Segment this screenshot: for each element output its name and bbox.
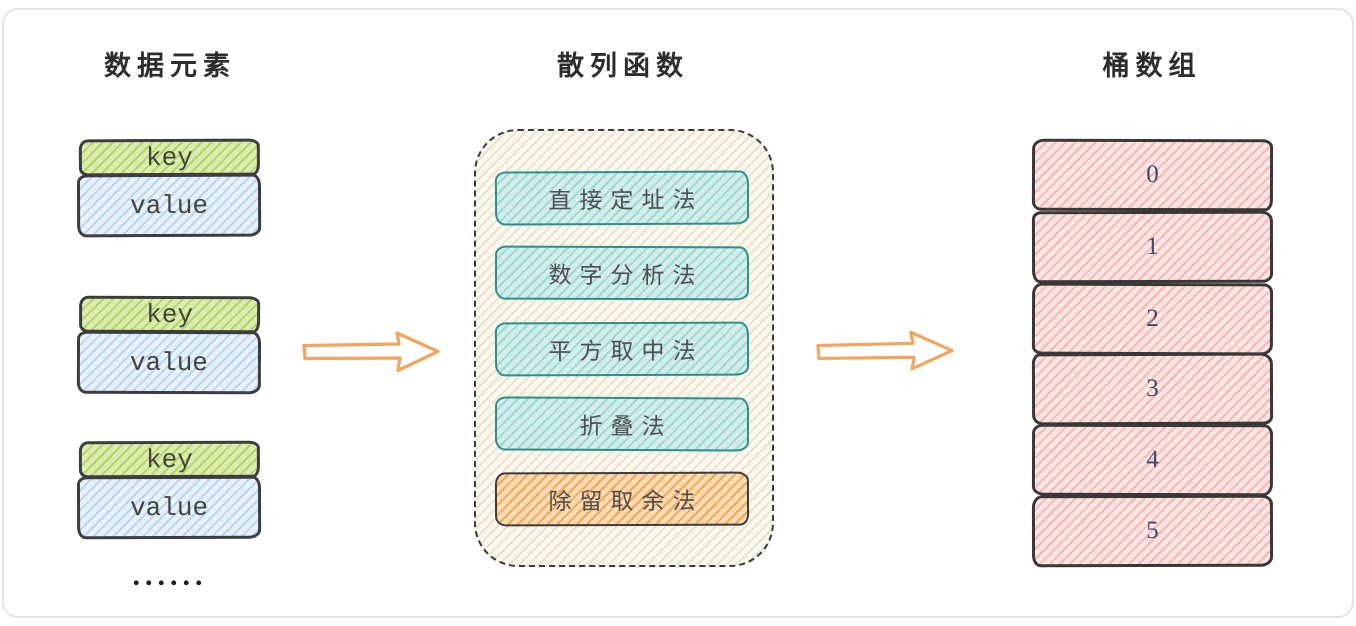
bucket-1: 1 xyxy=(1031,210,1274,284)
bucket-index: 5 xyxy=(1146,516,1159,545)
bucket-index: 2 xyxy=(1146,304,1159,333)
arrow-right-icon xyxy=(816,330,954,371)
ellipsis-dots: ...... xyxy=(132,559,208,592)
key-label: key xyxy=(146,299,194,330)
arrow-right-icon xyxy=(302,331,440,373)
key-value-pair: key value xyxy=(76,138,262,238)
key-value-pair: key value xyxy=(76,440,262,540)
bucket-index: 0 xyxy=(1146,160,1159,189)
hash-method-folding: 折叠法 xyxy=(494,396,750,452)
key-label: key xyxy=(145,444,193,475)
hash-functions-container: 直接定址法 数字分析法 平方取中法 折叠法 除留取余法 xyxy=(474,129,774,567)
value-box: value xyxy=(76,330,262,395)
key-box: key xyxy=(79,295,261,334)
bucket-2: 2 xyxy=(1031,282,1274,356)
value-box: value xyxy=(76,475,262,540)
value-label: value xyxy=(129,492,209,523)
hash-functions-title: 散列函数 xyxy=(557,51,689,81)
key-label: key xyxy=(145,142,193,173)
bucket-index: 1 xyxy=(1146,232,1159,261)
value-label: value xyxy=(129,190,209,221)
key-value-pair: key value xyxy=(76,295,262,395)
value-box: value xyxy=(76,173,262,238)
key-box: key xyxy=(78,440,260,479)
key-box: key xyxy=(78,138,260,177)
bucket-4: 4 xyxy=(1031,423,1274,497)
bucket-0: 0 xyxy=(1031,138,1274,212)
hash-method-direct-addressing: 直接定址法 xyxy=(494,170,750,226)
bucket-3: 3 xyxy=(1031,352,1274,426)
value-label: value xyxy=(129,347,208,378)
hash-method-digit-analysis: 数字分析法 xyxy=(494,245,750,301)
hash-method-division-remainder: 除留取余法 xyxy=(494,471,750,527)
data-elements-title: 数据元素 xyxy=(104,51,236,81)
bucket-index: 3 xyxy=(1146,374,1159,403)
hash-method-mid-square: 平方取中法 xyxy=(494,321,750,377)
bucket-5: 5 xyxy=(1031,494,1274,568)
bucket-index: 4 xyxy=(1146,445,1159,474)
bucket-array-title: 桶数组 xyxy=(1102,51,1202,81)
